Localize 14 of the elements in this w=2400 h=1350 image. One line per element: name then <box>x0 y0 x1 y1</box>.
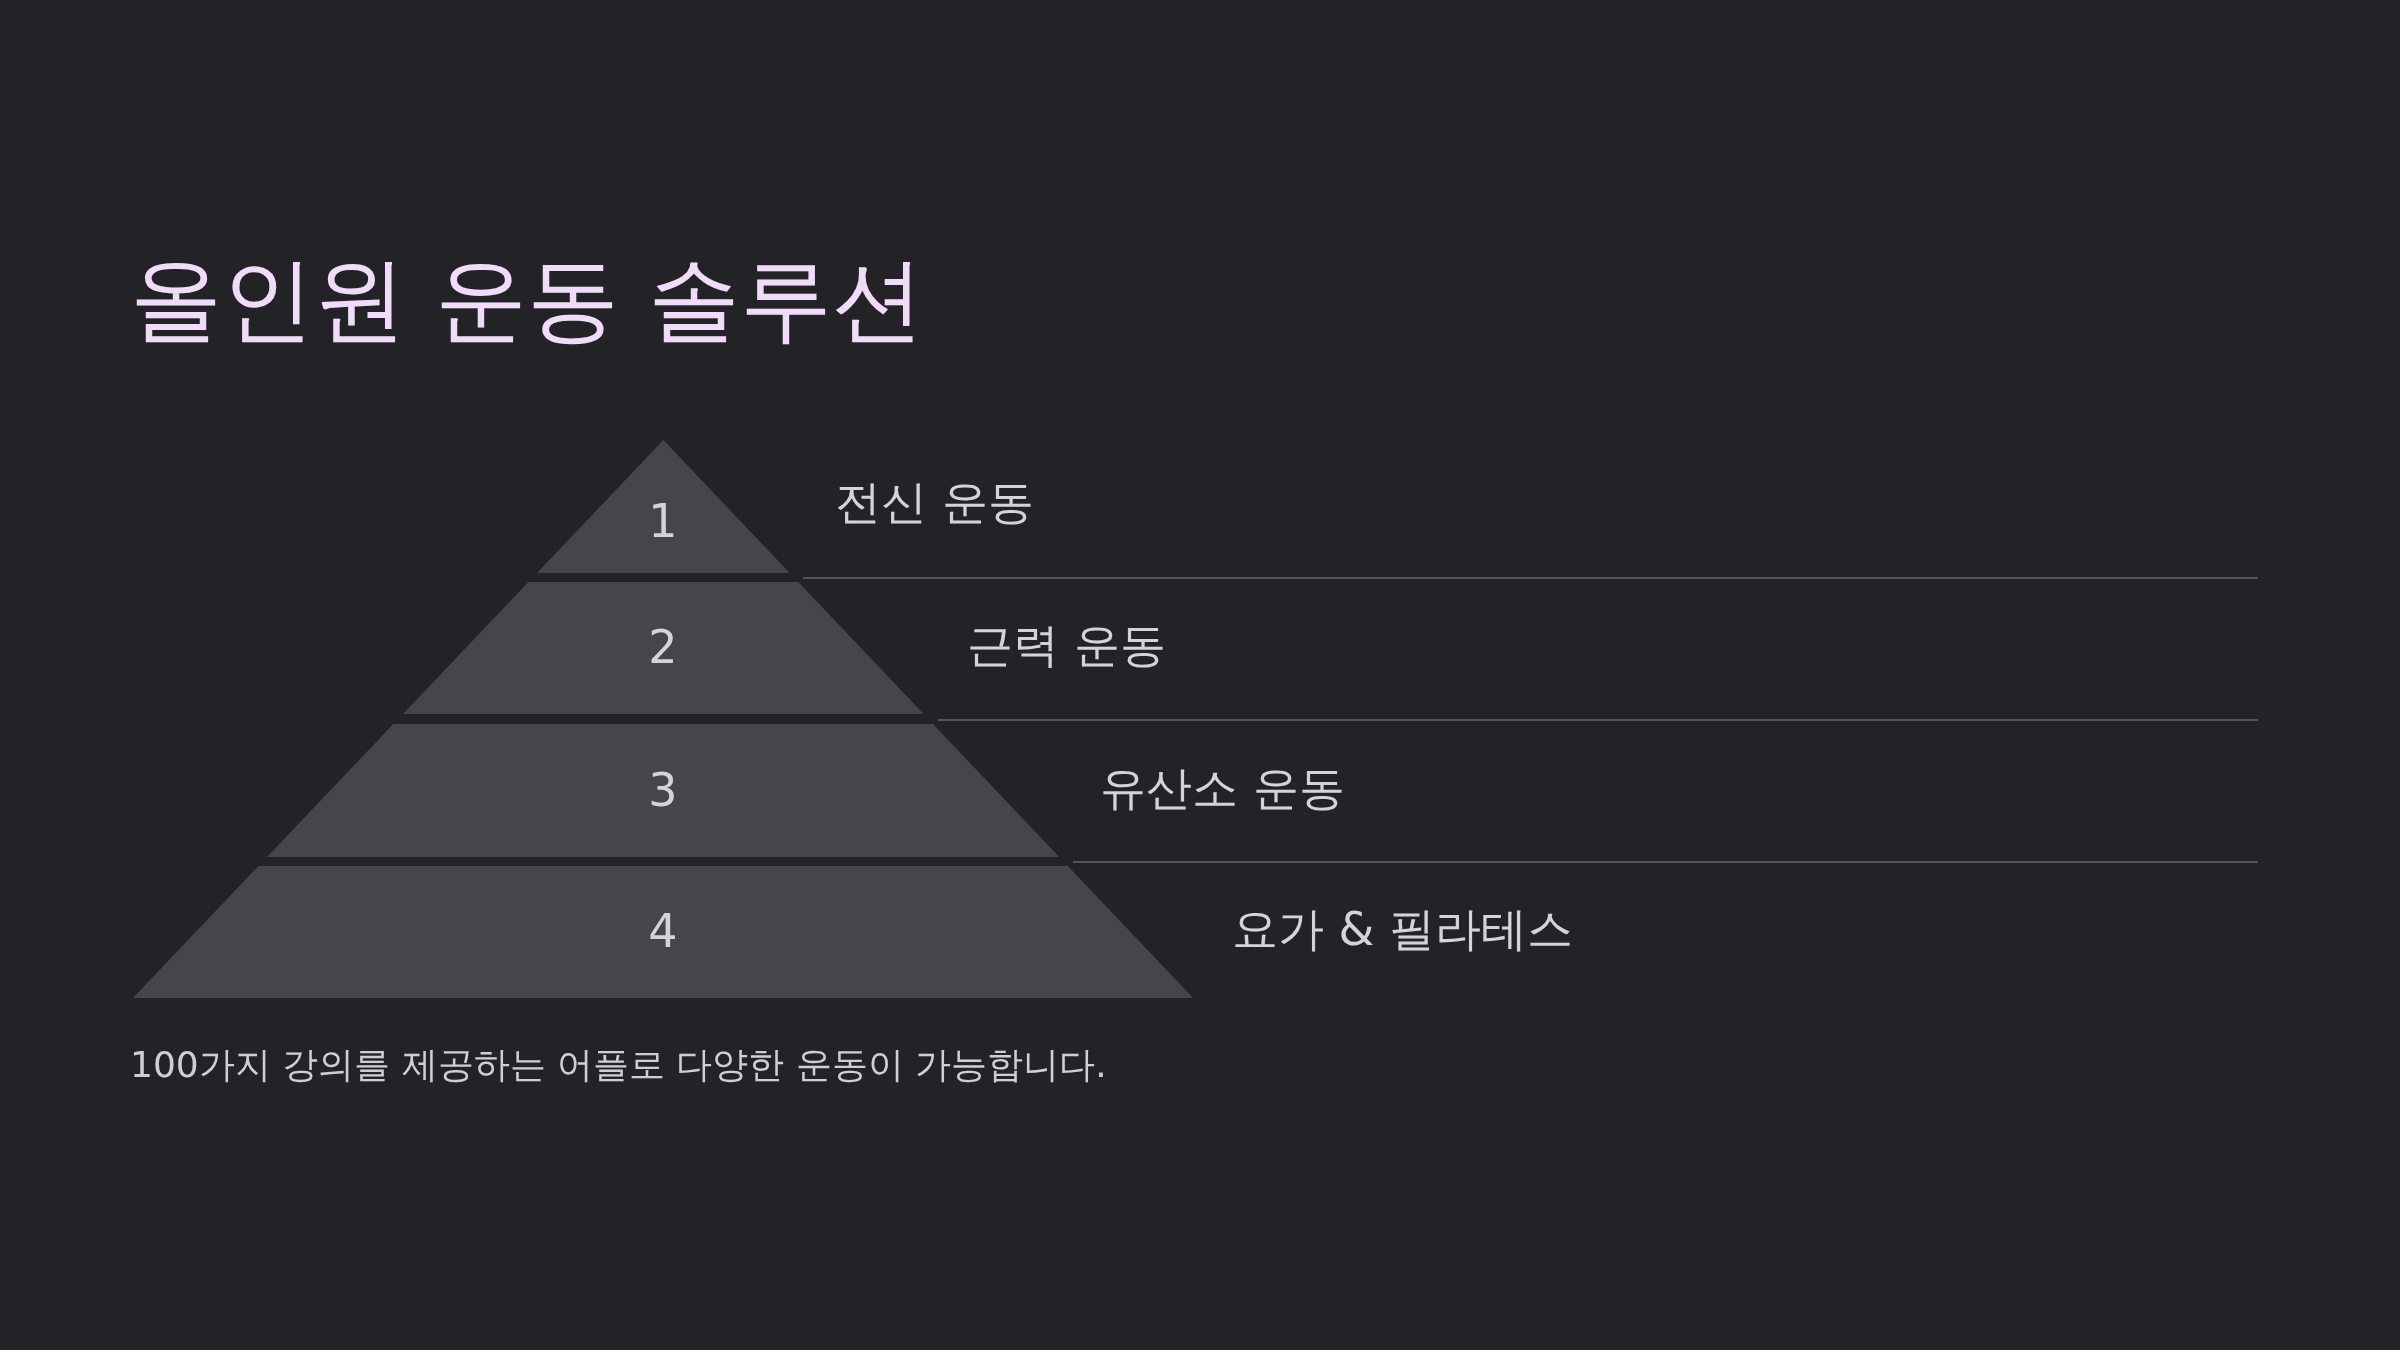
tier-number: 2 <box>648 620 678 676</box>
tier-label: 요가 & 필라테스 <box>1232 902 1574 958</box>
tier-number: 4 <box>648 904 678 960</box>
pyramid-tier <box>536 440 790 573</box>
caption-text: 100가지 강의를 제공하는 어플로 다양한 운동이 가능합니다. <box>130 1043 1107 1087</box>
tier-label: 전신 운동 <box>835 475 1034 531</box>
pyramid-tier <box>402 582 924 714</box>
tier-label: 유산소 운동 <box>1100 760 1345 816</box>
tier-number: 3 <box>648 762 678 818</box>
tier-label: 근력 운동 <box>967 618 1166 674</box>
pyramid-tier <box>266 724 1060 857</box>
pyramid-tier <box>132 866 1194 998</box>
tier-number: 1 <box>648 494 678 550</box>
slide-title: 올인원 운동 솔루션 <box>130 245 925 355</box>
